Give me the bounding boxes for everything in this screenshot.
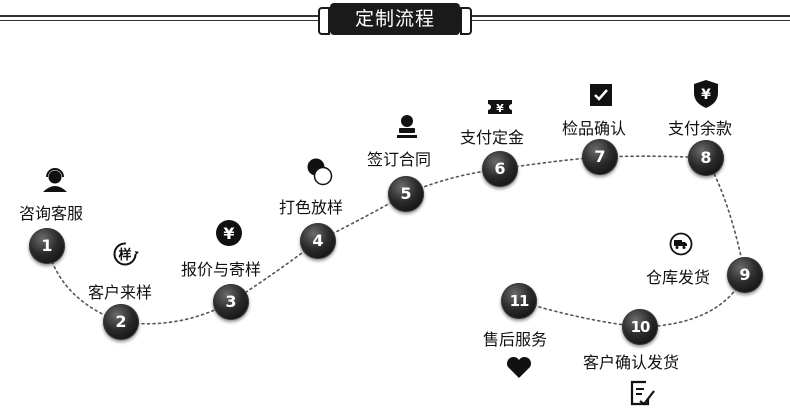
step-label-11: 售后服务 bbox=[483, 330, 548, 349]
stamp-icon bbox=[397, 115, 417, 138]
ticket-icon: ¥ bbox=[488, 100, 512, 115]
step-label-3: 报价与寄样 bbox=[181, 260, 262, 279]
step-label-2: 客户来样 bbox=[88, 283, 153, 302]
step-node-8: 8 bbox=[688, 140, 724, 176]
step-node-4: 4 bbox=[300, 223, 336, 259]
page-title: 定制流程 bbox=[318, 3, 472, 35]
checkbox-icon bbox=[590, 84, 612, 106]
step-node-3: 3 bbox=[213, 284, 249, 320]
step-node-10: 10 bbox=[622, 309, 658, 345]
header-rule-left bbox=[0, 15, 318, 21]
step-node-2: 2 bbox=[103, 304, 139, 340]
yen-shield-icon: ¥ bbox=[694, 80, 718, 108]
step-label-8: 支付余款 bbox=[668, 119, 733, 138]
step-node-6: 6 bbox=[482, 151, 518, 187]
yen-coin-icon: ¥ bbox=[216, 220, 242, 246]
delivery-truck-icon bbox=[669, 232, 693, 256]
step-label-5: 签订合同 bbox=[367, 150, 432, 169]
edit-document-icon bbox=[630, 380, 655, 406]
heart-icon bbox=[506, 356, 532, 378]
svg-text:¥: ¥ bbox=[223, 224, 234, 243]
customer-service-icon bbox=[43, 168, 67, 192]
step-node-1: 1 bbox=[29, 228, 65, 264]
step-node-11: 11 bbox=[501, 283, 537, 319]
step-node-5: 5 bbox=[388, 176, 424, 212]
header-rule-right bbox=[472, 15, 790, 21]
step-label-9: 仓库发货 bbox=[646, 268, 711, 287]
svg-text:样: 样 bbox=[118, 247, 131, 263]
sample-icon: 样 bbox=[113, 242, 139, 266]
step-label-7: 检品确认 bbox=[562, 119, 627, 138]
step-node-7: 7 bbox=[582, 139, 618, 175]
step-label-1: 咨询客服 bbox=[19, 204, 84, 223]
step-label-6: 支付定金 bbox=[460, 128, 525, 147]
step-node-9: 9 bbox=[727, 257, 763, 293]
svg-text:¥: ¥ bbox=[496, 102, 504, 115]
step-label-4: 打色放样 bbox=[279, 198, 344, 217]
color-circles-icon bbox=[307, 158, 333, 186]
svg-text:¥: ¥ bbox=[701, 87, 711, 103]
step-label-10: 客户确认发货 bbox=[583, 353, 680, 372]
